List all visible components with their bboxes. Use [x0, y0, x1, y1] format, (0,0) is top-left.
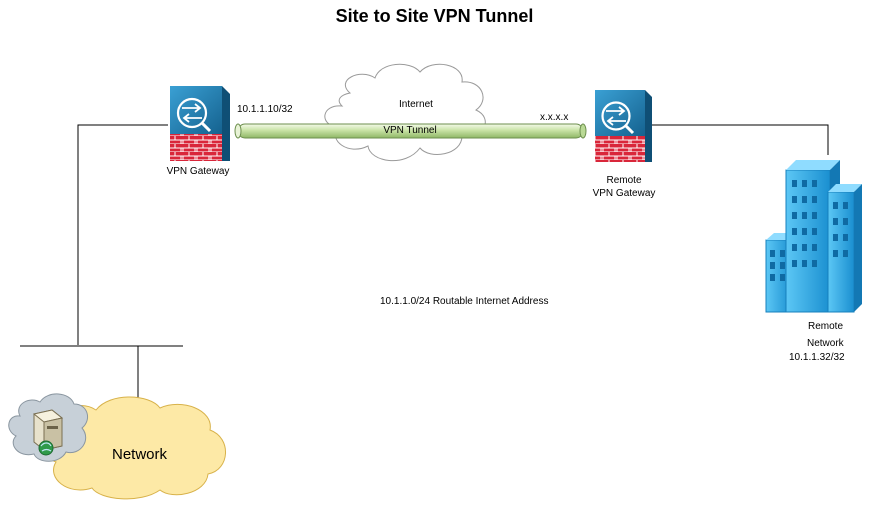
- network-links: [20, 124, 829, 415]
- local-gateway-label: VPN Gateway: [166, 166, 230, 177]
- internet-label: Internet: [399, 99, 433, 110]
- remote-gateway-label-1: Remote: [606, 175, 642, 186]
- remote-network-label-1: Remote: [808, 321, 844, 332]
- local-firewall-icon: [170, 86, 230, 161]
- vpn-tunnel-label: VPN Tunnel: [383, 125, 437, 136]
- routable-address-note: 10.1.1.0/24 Routable Internet Address: [380, 296, 549, 307]
- remote-buildings-icon: [765, 160, 862, 313]
- server-icon: [32, 409, 64, 456]
- diagram-title: Site to Site VPN Tunnel: [335, 6, 534, 26]
- vpn-tunnel-tube: [234, 123, 587, 139]
- internet-cloud: [324, 63, 486, 162]
- network-label: Network: [112, 446, 168, 463]
- remote-network-label-2: Network: [807, 338, 844, 349]
- remote-gateway-label-2: VPN Gateway: [592, 188, 656, 199]
- network-cloud: [44, 396, 226, 500]
- remote-network-ip: 10.1.1.32/32: [789, 352, 845, 363]
- local-gateway-ip: 10.1.1.10/32: [237, 104, 293, 115]
- remote-gateway-ip: x.x.x.x: [540, 112, 569, 123]
- remote-firewall-icon: [595, 90, 652, 162]
